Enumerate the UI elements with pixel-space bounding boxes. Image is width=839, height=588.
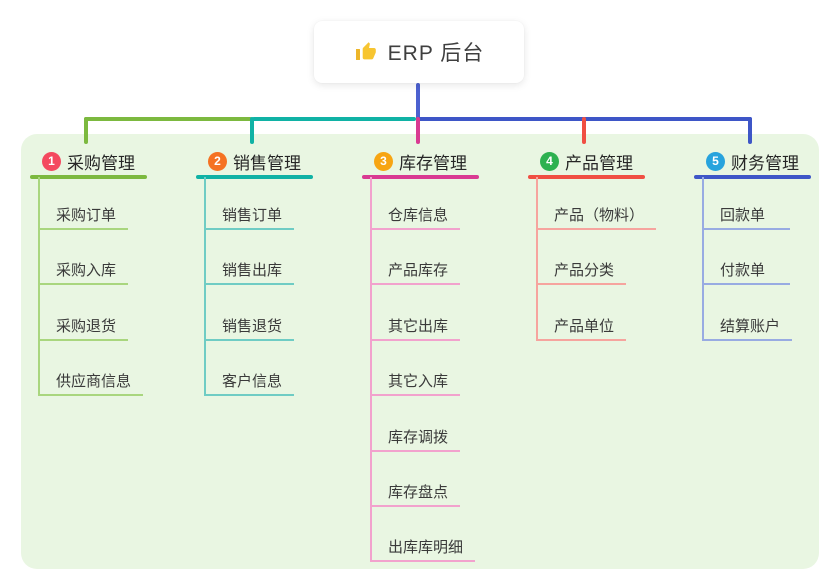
connector-branch-drop [748,117,752,144]
connector-branch-drop [84,117,88,144]
branch-node-2[interactable]: 2 销售管理 [196,147,313,175]
child-node[interactable]: 库存调拨 [370,422,461,452]
branch-number-badge: 5 [706,151,725,171]
connector-branch-drop [582,117,586,144]
child-node[interactable]: 产品分类 [536,255,627,285]
branch-number-badge: 2 [208,151,227,171]
branch-underline [30,175,147,179]
child-node[interactable]: 销售订单 [204,200,295,230]
child-node[interactable]: 销售退货 [204,311,295,341]
child-node[interactable]: 库存盘点 [370,477,461,507]
branch-rail [702,177,704,341]
connector-bus-segment [84,117,252,121]
child-node[interactable]: 结算账户 [702,311,793,341]
branch-rail [204,177,206,396]
mindmap-panel [21,134,819,569]
branch-rail [370,177,372,562]
branch-underline [694,175,811,179]
child-node[interactable]: 产品（物料） [536,200,657,230]
branch-node-4[interactable]: 4 产品管理 [528,147,645,175]
branch-label: 库存管理 [399,153,467,173]
branch-rail [38,177,40,396]
child-node[interactable]: 产品库存 [370,255,461,285]
thumbs-up-icon [354,40,378,64]
child-node[interactable]: 采购入库 [38,255,129,285]
root-node[interactable]: ERP 后台 [314,21,524,83]
child-node[interactable]: 其它入库 [370,366,461,396]
child-node[interactable]: 产品单位 [536,311,627,341]
child-node[interactable]: 采购订单 [38,200,129,230]
branch-underline [528,175,645,179]
branch-node-1[interactable]: 1 采购管理 [30,147,147,175]
branch-number-badge: 1 [42,151,61,171]
branch-label: 财务管理 [731,153,799,173]
branch-label: 销售管理 [233,153,301,173]
child-node[interactable]: 付款单 [702,255,790,285]
branch-number-badge: 3 [374,151,393,171]
root-title: ERP 后台 [387,42,485,65]
branch-label: 采购管理 [67,153,135,173]
branch-rail [536,177,538,341]
child-node[interactable]: 出库库明细 [370,532,476,562]
child-node[interactable]: 采购退货 [38,311,129,341]
child-node[interactable]: 仓库信息 [370,200,461,230]
branch-node-5[interactable]: 5 财务管理 [694,147,811,175]
child-node[interactable]: 回款单 [702,200,790,230]
branch-number-badge: 4 [540,151,559,171]
connector-root-line [416,83,420,121]
child-node[interactable]: 其它出库 [370,311,461,341]
connector-bus-segment [252,117,416,121]
branch-node-3[interactable]: 3 库存管理 [362,147,479,175]
connector-branch-drop [250,117,254,144]
child-node[interactable]: 销售出库 [204,255,295,285]
branch-underline [196,175,313,179]
connector-branch-drop [416,117,420,144]
child-node[interactable]: 客户信息 [204,366,295,396]
branch-underline [362,175,479,179]
child-node[interactable]: 供应商信息 [38,366,144,396]
branch-label: 产品管理 [565,153,633,173]
